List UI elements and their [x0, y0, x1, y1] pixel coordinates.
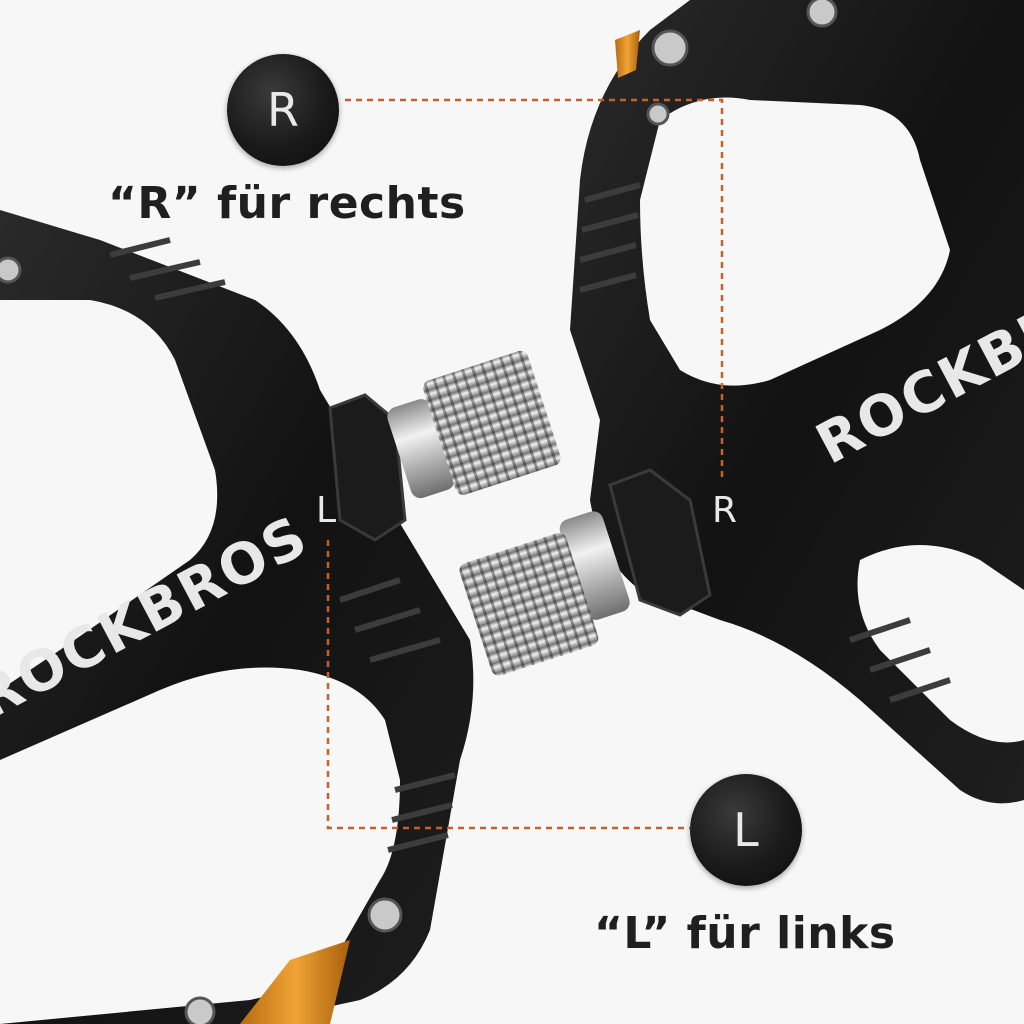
right-axle-nut: [608, 468, 712, 617]
stud: [651, 29, 689, 67]
right-axle-thread: [459, 511, 630, 676]
stud: [806, 0, 838, 28]
left-axle-nut: [328, 393, 407, 542]
right-marker-letter: R: [267, 83, 299, 137]
left-marker-letter: L: [733, 803, 759, 857]
right-marker-caption: “R” für rechts: [108, 178, 466, 229]
stud: [0, 256, 22, 284]
right-pedal-ridges: [579, 182, 951, 703]
stud: [184, 996, 216, 1024]
left-marker-badge: L: [690, 774, 802, 886]
right-callout-line: [345, 98, 724, 478]
right-marker-badge: R: [227, 54, 339, 166]
left-axle-thread: [387, 350, 561, 499]
left-marker-caption: “L” für links: [594, 908, 896, 959]
right-pedal-side-mark: R: [712, 490, 737, 531]
left-pedal-cutout-lower: [0, 667, 400, 1024]
left-pedal-side-mark: L: [316, 490, 336, 531]
left-pedal-cutout: [0, 300, 218, 690]
left-pedal-ridges: [109, 237, 456, 853]
left-pedal: ROCKBROS L: [0, 210, 561, 1024]
left-callout-line: [326, 540, 690, 830]
left-reflector: [240, 940, 350, 1024]
stud: [646, 102, 670, 126]
right-pedal-cutout-lower: [857, 545, 1024, 743]
right-pedal-cutout: [640, 97, 950, 386]
right-reflector: [615, 30, 640, 78]
right-pedal: ROCKBROS R: [459, 0, 1024, 804]
stud: [367, 897, 403, 933]
